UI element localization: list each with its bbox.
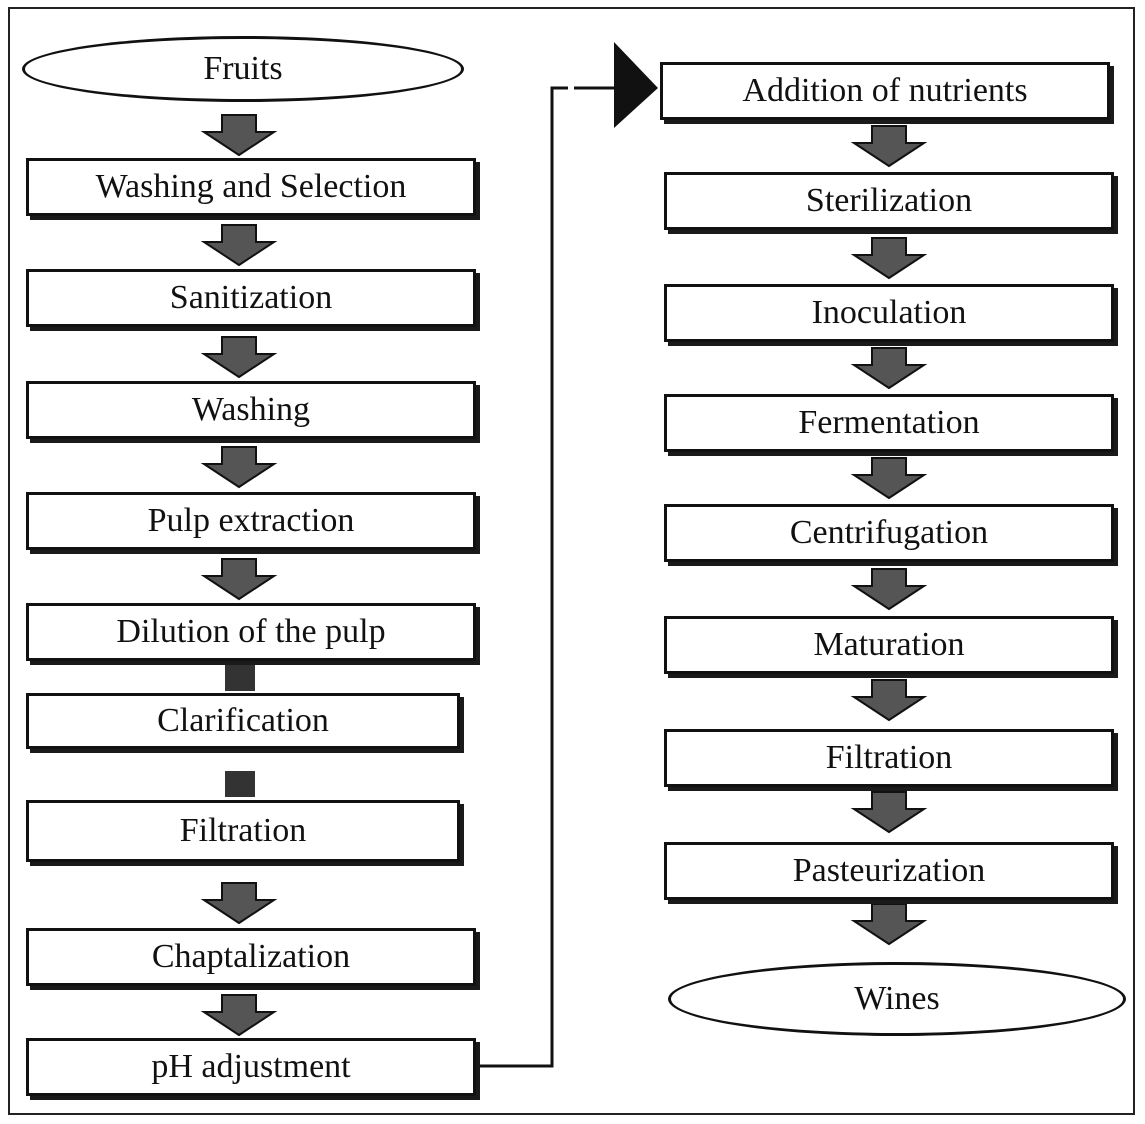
down-arrow-2: [200, 224, 278, 267]
column-connector-arrow: [478, 42, 658, 1068]
end-node-wines: Wines: [668, 962, 1126, 1036]
down-arrow-4: [200, 446, 278, 489]
start-node-fruits: Fruits: [22, 36, 464, 102]
step-dilution-of-the-pulp: Dilution of the pulp: [26, 603, 476, 661]
step-pasteurization: Pasteurization: [664, 842, 1114, 900]
step-addition-of-nutrients: Addition of nutrients: [660, 62, 1110, 120]
step-washing: Washing: [26, 381, 476, 439]
step-sterilization: Sterilization: [664, 172, 1114, 230]
step-filtration-right: Filtration: [664, 729, 1114, 787]
down-arrow-r7: [850, 791, 928, 834]
step-chaptalization: Chaptalization: [26, 928, 476, 986]
down-arrow-r8: [850, 903, 928, 946]
step-filtration-left: Filtration: [26, 800, 460, 862]
step-inoculation: Inoculation: [664, 284, 1114, 342]
down-arrow-r5: [850, 568, 928, 611]
down-arrow-8: [200, 882, 278, 925]
step-fermentation: Fermentation: [664, 394, 1114, 452]
step-washing-and-selection: Washing and Selection: [26, 158, 476, 216]
down-arrow-1: [200, 114, 278, 157]
down-arrow-5: [200, 558, 278, 601]
down-arrow-r6: [850, 679, 928, 722]
step-clarification: Clarification: [26, 693, 460, 749]
down-arrow-3: [200, 336, 278, 379]
down-arrow-r2: [850, 237, 928, 280]
connector-7: [225, 771, 255, 797]
step-centrifugation: Centrifugation: [664, 504, 1114, 562]
diagram-frame: [8, 7, 1135, 1115]
down-arrow-9: [200, 994, 278, 1037]
step-maturation: Maturation: [664, 616, 1114, 674]
step-sanitization: Sanitization: [26, 269, 476, 327]
connector-6: [225, 665, 255, 691]
step-ph-adjustment: pH adjustment: [26, 1038, 476, 1096]
down-arrow-r3: [850, 347, 928, 390]
step-pulp-extraction: Pulp extraction: [26, 492, 476, 550]
down-arrow-r4: [850, 457, 928, 500]
down-arrow-r1: [850, 125, 928, 168]
